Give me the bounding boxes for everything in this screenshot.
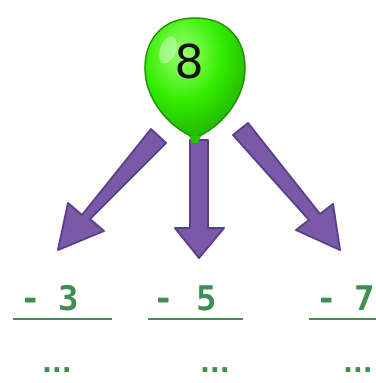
balloon-number: 8 — [174, 35, 203, 89]
minus-sign: - — [316, 279, 336, 319]
answer-placeholder: ... — [343, 349, 373, 379]
branch-2: - 5 ... — [148, 279, 243, 379]
arrows-group — [57, 122, 341, 259]
minus-sign: - — [153, 279, 173, 319]
arrow-right — [232, 122, 341, 251]
answer-placeholder: ... — [42, 349, 72, 379]
subtrahend-number: 7 — [354, 279, 374, 319]
subtrahend-number: 3 — [58, 279, 78, 319]
balloon-knot — [189, 136, 201, 143]
minus-sign: - — [20, 279, 40, 319]
subtrahend-number: 5 — [196, 279, 216, 319]
balloon-highlight — [159, 36, 177, 64]
branch-1: - 3 ... — [13, 279, 112, 379]
branch-3: - 7 ... — [309, 279, 376, 379]
answer-placeholder: ... — [200, 349, 230, 379]
arrow-middle — [174, 139, 225, 259]
balloon: 8 — [144, 17, 246, 143]
arrow-left — [57, 128, 167, 251]
